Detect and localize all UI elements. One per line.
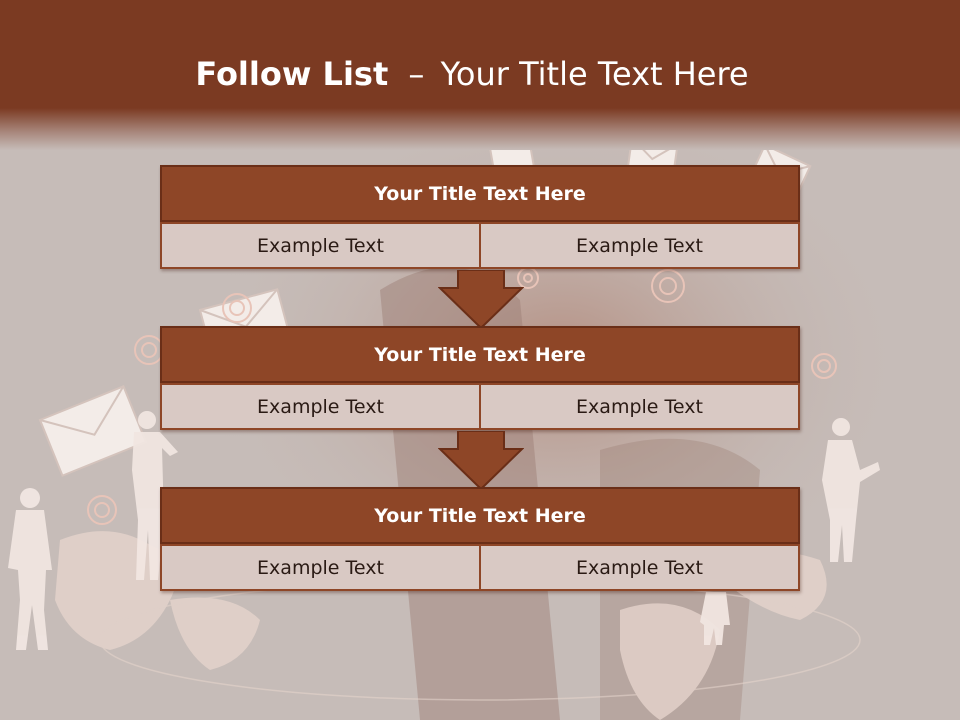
step-2-title: Your Title Text Here [160,326,800,383]
slide-title-dash: – [408,55,425,93]
step-1-title: Your Title Text Here [160,165,800,222]
slide-title-rest: Your Title Text Here [440,55,749,93]
step-2-cell-right: Example Text [479,383,800,430]
step-1-cell-right: Example Text [479,222,800,269]
step-box-3: Your Title Text Here Example Text Exampl… [160,487,800,591]
step-3-title: Your Title Text Here [160,487,800,544]
step-box-1: Your Title Text Here Example Text Exampl… [160,165,800,269]
down-arrow-icon [438,270,524,330]
down-arrow-icon [438,431,524,491]
header-band [0,0,960,150]
step-box-2: Your Title Text Here Example Text Exampl… [160,326,800,430]
slide-title-bold: Follow List [195,55,389,93]
step-1-cell-left: Example Text [160,222,481,269]
person-silhouette-icon [8,411,880,650]
step-3-cell-right: Example Text [479,544,800,591]
step-2-cell-left: Example Text [160,383,481,430]
step-3-cell-left: Example Text [160,544,481,591]
slide-title: Follow List – Your Title Text Here [0,55,944,93]
